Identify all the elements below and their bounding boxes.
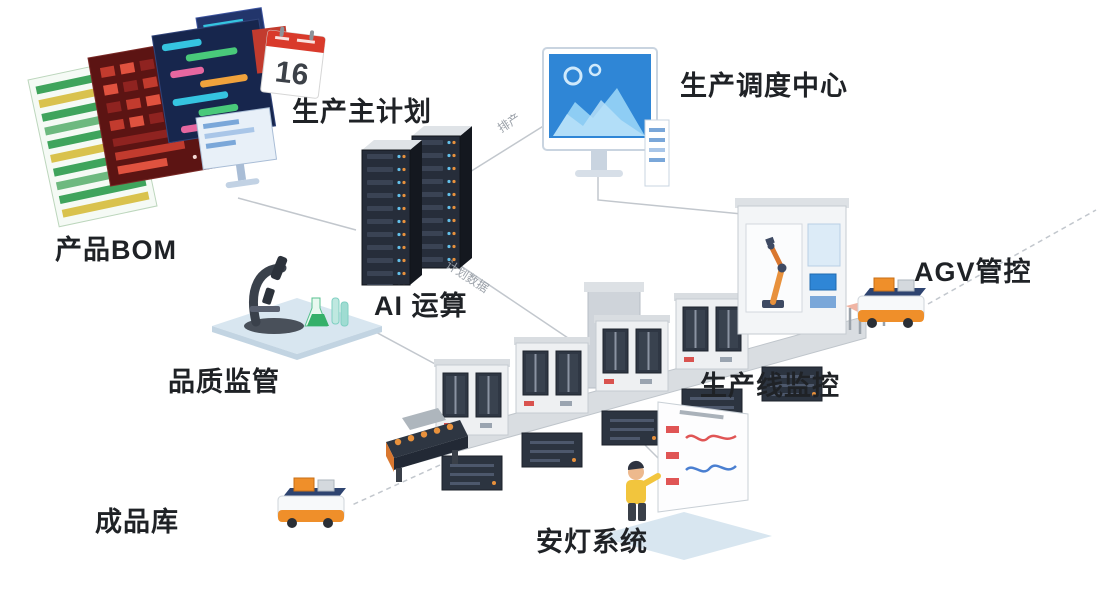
dispatch-monitor-icon [542, 47, 670, 187]
agv-icon [277, 477, 346, 528]
line-machine-modules [434, 293, 750, 436]
label-line-monitor: 生产线监控 [700, 371, 840, 401]
agv-icon [857, 277, 926, 328]
calendar-icon: 16 [251, 25, 326, 99]
label-andon: 安灯系统 [536, 527, 648, 557]
production-line-icon [386, 198, 888, 491]
robot-cell-icon [735, 198, 849, 335]
line-under-modules [441, 366, 823, 491]
edge-ai-line [451, 259, 569, 339]
bom-screens-icon [27, 7, 278, 228]
label-master-plan: 生产主计划 [292, 97, 432, 127]
quality-microscope-icon [212, 255, 382, 360]
label-product-bom: 产品BOM [55, 235, 177, 265]
label-finished-goods: 成品库 [95, 507, 179, 537]
edge-ai-dispatch [464, 124, 546, 176]
andon-icon [596, 401, 772, 560]
label-agv-control: AGV管控 [914, 257, 1032, 287]
label-quality: 品质监管 [168, 367, 280, 397]
label-ai-compute: AI 运算 [374, 291, 468, 321]
calendar-day: 16 [273, 55, 310, 92]
edge-bom-ai [237, 197, 357, 231]
label-dispatch-center: 生产调度中心 [680, 71, 848, 101]
server-rack-icon [361, 126, 472, 286]
edge-dispatch-line [597, 176, 743, 215]
infeed-conveyor-icon [386, 408, 468, 482]
edge-line-warehouse [351, 464, 441, 506]
worker-icon [626, 460, 661, 521]
